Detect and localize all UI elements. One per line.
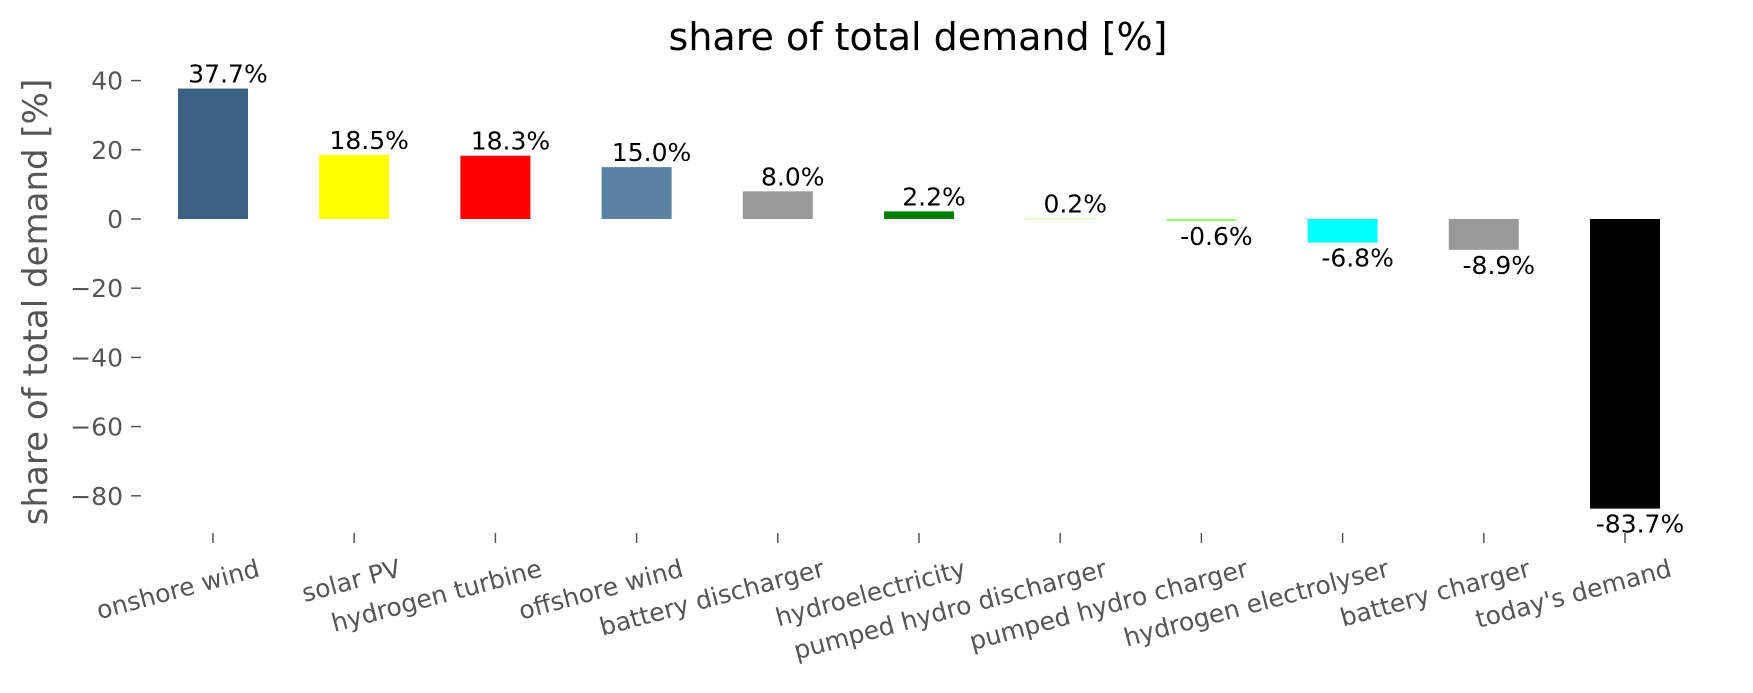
data-label: -8.9% <box>1463 251 1536 280</box>
bar <box>742 191 813 219</box>
bar <box>1025 218 1096 220</box>
data-label: 2.2% <box>902 182 966 211</box>
bar <box>884 211 954 219</box>
y-tick-label: 20 <box>91 136 123 165</box>
bar <box>1307 219 1378 243</box>
data-label: 37.7% <box>188 60 267 89</box>
data-label: -83.7% <box>1596 510 1684 539</box>
data-label: 15.0% <box>612 138 691 167</box>
bar <box>1166 219 1237 222</box>
y-axis-label: share of total demand [%] <box>16 79 56 525</box>
y-tick-label: 40 <box>91 67 123 96</box>
bar <box>601 167 672 219</box>
y-tick-label: −40 <box>70 343 123 372</box>
data-label: -6.8% <box>1321 244 1394 273</box>
data-label: 0.2% <box>1043 189 1107 218</box>
bar <box>319 154 390 219</box>
data-label: 18.5% <box>329 126 408 155</box>
y-axis: 40 20 0 −20 −40 −60 −80 <box>70 67 141 511</box>
bar <box>1590 219 1660 509</box>
data-labels: 37.7% 18.5% 18.3% 15.0% 8.0% 2.2% 0.2% -0.6% -6.… <box>188 60 1684 539</box>
y-tick-label: 0 <box>107 205 123 234</box>
x-tick-label: onshore wind <box>93 554 262 625</box>
chart-title: share of total demand [%] <box>669 15 1168 59</box>
data-label: 18.3% <box>471 127 550 156</box>
bar <box>460 155 531 219</box>
data-label: -0.6% <box>1180 222 1253 251</box>
y-tick-label: −60 <box>70 413 123 442</box>
bars <box>178 88 1660 509</box>
bar <box>178 88 248 219</box>
bar <box>1448 219 1519 250</box>
y-tick-label: −80 <box>70 482 123 511</box>
data-label: 8.0% <box>761 162 825 191</box>
y-tick-label: −20 <box>70 274 123 303</box>
